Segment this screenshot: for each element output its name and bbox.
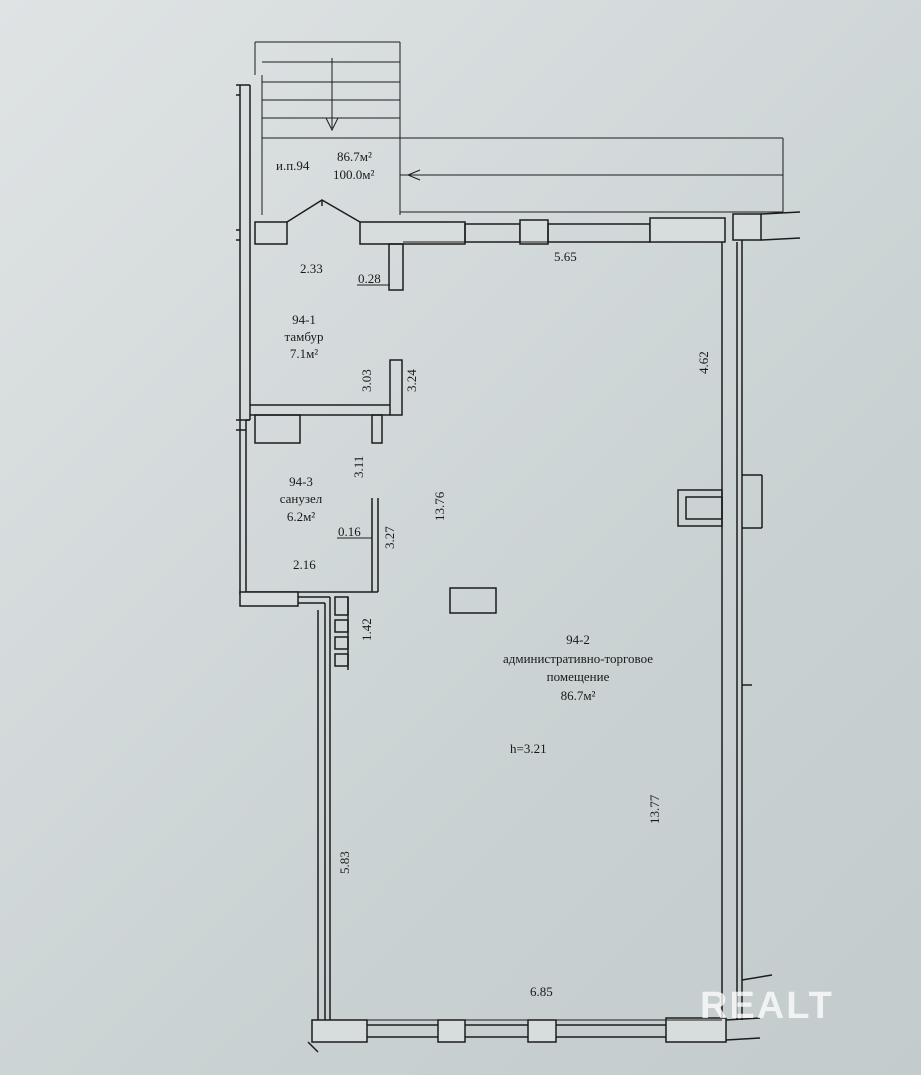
entrance-area-2: 100.0м² — [333, 167, 375, 182]
dim-6-85: 6.85 — [530, 984, 553, 999]
dim-2-33: 2.33 — [300, 261, 323, 276]
interior-partitions — [239, 359, 403, 607]
dim-0-16: 0.16 — [338, 524, 361, 539]
room-94-3-area: 6.2м² — [286, 509, 316, 524]
entrance-stairs — [254, 41, 401, 215]
watermark-logo: REALT — [700, 985, 834, 1027]
dim-5-65: 5.65 — [554, 249, 577, 264]
dim-13-76: 13.76 — [432, 491, 447, 521]
column — [449, 587, 497, 614]
dim-13-77: 13.77 — [647, 794, 662, 824]
main-room-outline — [330, 241, 722, 1021]
dim-0-28: 0.28 — [358, 271, 381, 286]
entrance-code: и.п.94 — [276, 158, 310, 173]
entrance-ramp — [400, 137, 784, 213]
room-94-2-height: h=3.21 — [510, 741, 547, 756]
dim-3-24: 3.24 — [404, 369, 419, 392]
room-94-2-id: 94-2 — [566, 632, 590, 647]
bottom-wall — [307, 1017, 761, 1053]
dim-2-16: 2.16 — [293, 557, 316, 572]
dim-4-62: 4.62 — [696, 351, 711, 374]
room-94-2-name2: помещение — [546, 669, 610, 684]
room-94-1-id: 94-1 — [292, 312, 316, 327]
dim-3-27: 3.27 — [382, 526, 397, 549]
right-wall — [677, 240, 773, 1020]
room-94-2-area: 86.7м² — [560, 688, 596, 703]
dim-5-83: 5.83 — [337, 851, 352, 874]
top-wall — [254, 199, 801, 245]
room-94-1-name: тамбур — [284, 329, 324, 344]
entrance-area-1: 86.7м² — [337, 149, 372, 164]
corridor-wall — [298, 596, 349, 1020]
dim-3-11: 3.11 — [351, 455, 366, 478]
room-94-3-name: санузел — [279, 491, 323, 506]
room-94-2-name: административно-торговое — [502, 651, 654, 666]
room-94-3-id: 94-3 — [289, 474, 313, 489]
dim-1-42: 1.42 — [359, 618, 374, 641]
dim-3-03: 3.03 — [359, 369, 374, 392]
room-94-1-area: 7.1м² — [289, 346, 319, 361]
left-wall — [236, 84, 251, 595]
